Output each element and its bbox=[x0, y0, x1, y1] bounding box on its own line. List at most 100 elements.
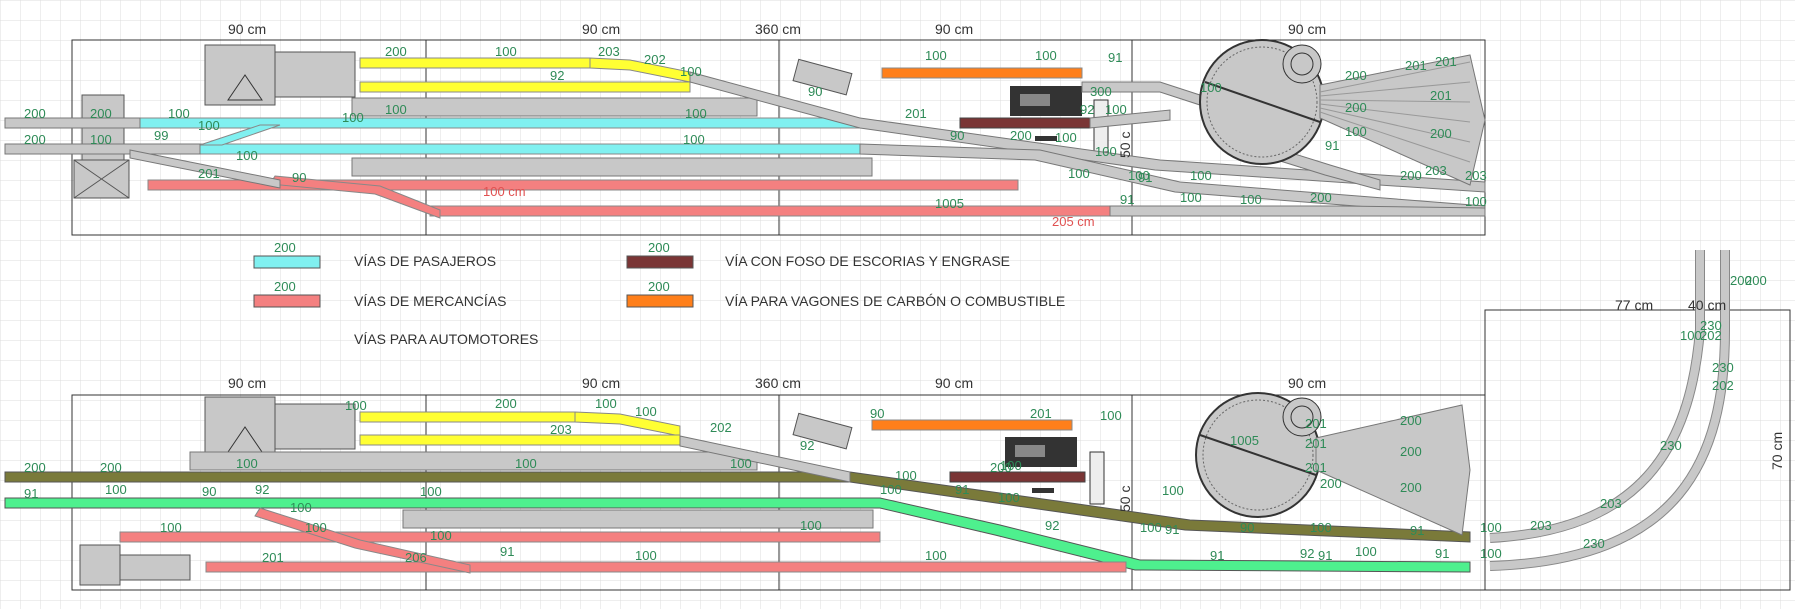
dim-label: 90 cm bbox=[228, 375, 266, 391]
track-length-label: 200 bbox=[495, 396, 517, 411]
track-length-label: 100 bbox=[236, 148, 258, 163]
turntable-ring bbox=[1202, 399, 1314, 511]
track-length-label: 200 bbox=[90, 106, 112, 121]
track-length-label: 230 bbox=[1712, 360, 1734, 375]
dim-label: 90 cm bbox=[935, 21, 973, 37]
track-gray bbox=[1109, 205, 1486, 217]
track-length-label: 100 bbox=[1310, 520, 1332, 535]
track-passenger bbox=[139, 117, 861, 129]
track-length-label: 91 bbox=[1435, 546, 1449, 561]
track-coal bbox=[871, 419, 1073, 431]
track-length-label: 200 bbox=[1430, 126, 1452, 141]
track-length-label: 100 bbox=[90, 132, 112, 147]
shed bbox=[792, 58, 853, 96]
track-yellow bbox=[359, 411, 576, 423]
track-length-label: 90 bbox=[202, 484, 216, 499]
dim-label: 90 cm bbox=[582, 21, 620, 37]
platform bbox=[189, 451, 758, 471]
water-tank-inner bbox=[1290, 52, 1314, 76]
station-roof bbox=[227, 74, 263, 101]
red-dim-label: 100 cm bbox=[483, 184, 526, 199]
track-yellow bbox=[359, 57, 591, 69]
legend-code-passenger: 200 bbox=[274, 240, 296, 255]
track-length-label: 92 bbox=[255, 482, 269, 497]
track-length-label: 100 bbox=[998, 490, 1020, 505]
track-length-label: 201 bbox=[1435, 54, 1457, 69]
track-length-label: 230 bbox=[1660, 438, 1682, 453]
track-length-label: 203 bbox=[1530, 518, 1552, 533]
track-length-label: 201 bbox=[1405, 58, 1427, 73]
track-length-label: 200 bbox=[1345, 68, 1367, 83]
track-length-label: 230 bbox=[1583, 536, 1605, 551]
track-length-label: 100 bbox=[1035, 48, 1057, 63]
track-length-label: 100 bbox=[1345, 124, 1367, 139]
track-length-label: 100 bbox=[342, 110, 364, 125]
legend-swatch-passenger bbox=[253, 255, 321, 269]
track-length-label: 100 bbox=[160, 520, 182, 535]
track-length-label: 100 bbox=[1355, 544, 1377, 559]
track-length-label: 100 bbox=[290, 500, 312, 515]
buffer bbox=[1032, 488, 1054, 493]
track-length-label: 100 bbox=[1100, 408, 1122, 423]
track-length-label: 200 bbox=[1400, 444, 1422, 459]
track-length-label: 100 bbox=[635, 404, 657, 419]
fan-tracks bbox=[1319, 61, 1471, 163]
dim-label: 90 cm bbox=[1288, 375, 1326, 391]
track-length-label: 203 bbox=[1600, 496, 1622, 511]
track-length-label: 91 bbox=[1318, 548, 1332, 563]
turntable-ring bbox=[1206, 46, 1318, 158]
track-gray bbox=[129, 149, 281, 189]
curve-track-fill bbox=[1489, 250, 1704, 542]
extension-board bbox=[1484, 309, 1791, 591]
track-freight bbox=[254, 507, 471, 574]
track-length-label: 200 bbox=[1730, 273, 1752, 288]
dim-label: 360 cm bbox=[755, 375, 801, 391]
turntable-bridge bbox=[1204, 81, 1321, 123]
water-tank bbox=[1282, 44, 1322, 84]
track-length-label: 202 bbox=[1712, 378, 1734, 393]
track-length-label: 91 bbox=[500, 544, 514, 559]
track-slag bbox=[959, 117, 1091, 129]
legend-swatch-coal bbox=[626, 294, 694, 308]
track-length-label: 100 bbox=[1240, 192, 1262, 207]
station-building-annex bbox=[274, 403, 356, 450]
track-length-label: 201 bbox=[1430, 88, 1452, 103]
track-length-label: 100 bbox=[683, 132, 705, 147]
track-length-label: 200 bbox=[24, 132, 46, 147]
track-length-label: 201 bbox=[198, 166, 220, 181]
track-length-label: 201 bbox=[1305, 460, 1327, 475]
track-length-label: 91 bbox=[1410, 523, 1424, 538]
track-length-label: 100 bbox=[1095, 144, 1117, 159]
track-length-label: 100 bbox=[105, 482, 127, 497]
track-length-label: 100 bbox=[1068, 166, 1090, 181]
track-length-label: 100 bbox=[1140, 520, 1162, 535]
track-automotores bbox=[4, 471, 1471, 543]
track-length-label: 100 bbox=[730, 456, 752, 471]
legend-label-coal: VÍA PARA VAGONES DE CARBÓN O COMBUSTIBLE bbox=[725, 293, 1065, 309]
legend-label-passenger: VÍAS DE PASAJEROS bbox=[354, 253, 496, 269]
platform bbox=[351, 97, 758, 117]
track-length-label: 100 bbox=[1480, 546, 1502, 561]
track-length-label: 100 bbox=[1000, 458, 1022, 473]
track-passenger bbox=[199, 124, 281, 146]
track-gray bbox=[689, 71, 1486, 193]
track-length-label: 100 bbox=[385, 102, 407, 117]
legend-swatch-freight bbox=[253, 294, 321, 308]
warehouse bbox=[79, 544, 121, 586]
track-length-label: 100 bbox=[1465, 194, 1487, 209]
track-passenger bbox=[199, 143, 861, 155]
dim-label: 90 cm bbox=[1288, 21, 1326, 37]
track-length-label: 200 bbox=[1310, 190, 1332, 205]
track-length-label: 91 bbox=[1325, 138, 1339, 153]
track-length-label: 92 bbox=[800, 438, 814, 453]
platform bbox=[351, 157, 873, 177]
track-length-label: 90 bbox=[1240, 520, 1254, 535]
legend-label-freight: VÍAS DE MERCANCÍAS bbox=[354, 293, 506, 309]
track-length-label: 100 bbox=[1680, 328, 1702, 343]
warehouse-annex bbox=[119, 554, 191, 581]
track-length-label: 200 bbox=[990, 460, 1012, 475]
station-building bbox=[204, 396, 276, 458]
